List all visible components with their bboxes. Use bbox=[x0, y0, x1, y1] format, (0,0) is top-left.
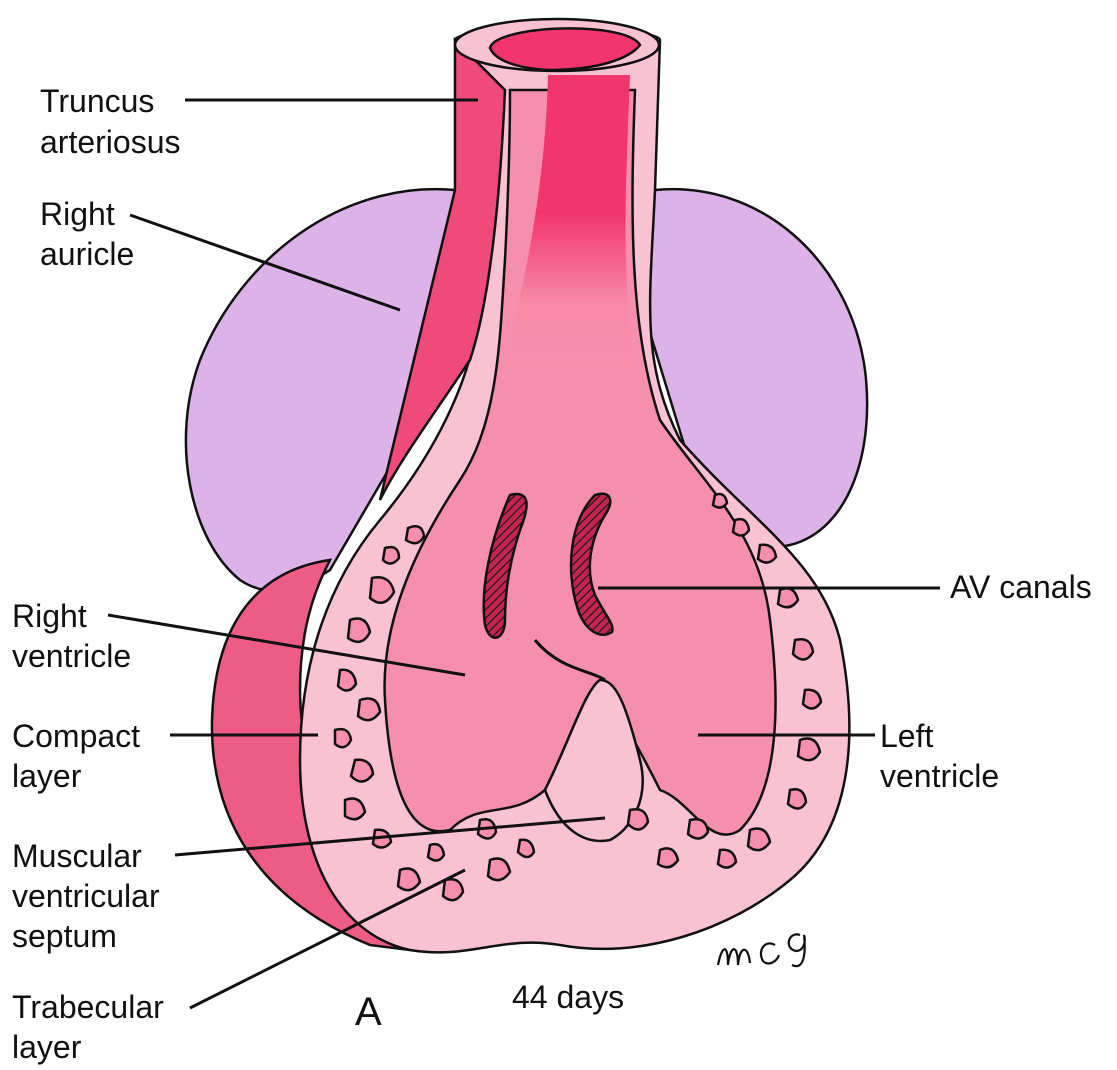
age-caption: 44 days bbox=[512, 979, 624, 1015]
label-trabecular-line1: Trabecular bbox=[12, 989, 164, 1025]
label-right-auricle-line2: auricle bbox=[40, 236, 134, 272]
label-compact-line1: Compact bbox=[12, 718, 140, 754]
label-left-ventricle-line1: Left bbox=[880, 718, 933, 754]
label-truncus-line2: arteriosus bbox=[40, 124, 181, 160]
label-muscular-line3: septum bbox=[12, 918, 117, 954]
label-muscular-line1: Muscular bbox=[12, 838, 142, 874]
label-right-ventricle-line1: Right bbox=[12, 598, 87, 634]
label-compact-line2: layer bbox=[12, 758, 82, 794]
label-trabecular-line2: layer bbox=[12, 1029, 82, 1065]
panel-letter: A bbox=[355, 990, 382, 1034]
label-truncus-line1: Truncus bbox=[40, 83, 154, 119]
label-right-auricle-line1: Right bbox=[40, 196, 115, 232]
label-muscular-line2: ventricular bbox=[12, 878, 160, 914]
label-av-canals: AV canals bbox=[950, 569, 1092, 605]
label-left-ventricle-line2: ventricle bbox=[880, 758, 999, 794]
label-right-ventricle-line2: ventricle bbox=[12, 638, 131, 674]
artist-signature bbox=[718, 934, 805, 966]
